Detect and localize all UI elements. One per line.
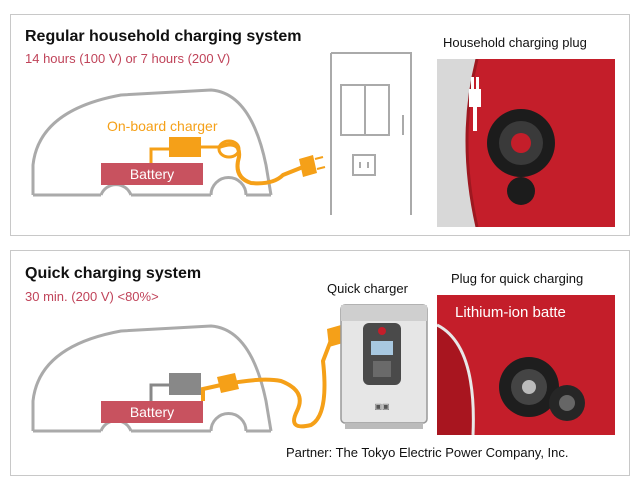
battery-icon	[101, 163, 203, 185]
charging-cable-icon	[218, 142, 304, 186]
household-diagram: On-board charger Battery	[31, 52, 412, 215]
household-plug-icon	[299, 155, 326, 177]
quick-plug-photo: Lithium-ion batte	[437, 295, 615, 435]
photo-label-text: Lithium-ion batte	[455, 304, 566, 321]
household-charging-panel: Regular household charging system 14 hou…	[10, 14, 630, 236]
plug-symbol-icon	[469, 77, 481, 131]
svg-text:▣▣: ▣▣	[374, 402, 389, 411]
household-title: Regular household charging system	[25, 28, 302, 45]
house-outlet-icon	[330, 52, 412, 215]
on-board-charger-label: On-board charger	[107, 118, 218, 134]
battery-label: Battery	[130, 166, 174, 182]
charge-inlet-icon	[169, 373, 201, 395]
household-plug-caption: Household charging plug	[443, 35, 587, 50]
quick-charger-caption: Quick charger	[327, 281, 408, 296]
quick-subtitle: 30 min. (200 V) <80%>	[25, 289, 159, 304]
household-plug-photo	[437, 59, 615, 227]
battery-icon	[101, 401, 203, 423]
quick-diagram: Battery ▣▣	[31, 304, 428, 433]
quick-plug-icon	[217, 325, 343, 393]
quick-title: Quick charging system	[25, 265, 202, 282]
quick-charging-panel: Quick charging system 30 min. (200 V) <8…	[10, 250, 630, 476]
household-subtitle: 14 hours (100 V) or 7 hours (200 V)	[25, 51, 231, 66]
quick-charger-icon: ▣▣	[340, 304, 428, 429]
quick-plug-caption: Plug for quick charging	[451, 271, 584, 286]
car-outline-icon	[31, 88, 273, 197]
on-board-charger-icon	[169, 137, 201, 157]
charging-cable-icon	[201, 334, 335, 429]
battery-label: Battery	[130, 404, 174, 420]
partner-text: Partner: The Tokyo Electric Power Compan…	[286, 445, 569, 460]
car-outline-icon	[31, 324, 273, 433]
